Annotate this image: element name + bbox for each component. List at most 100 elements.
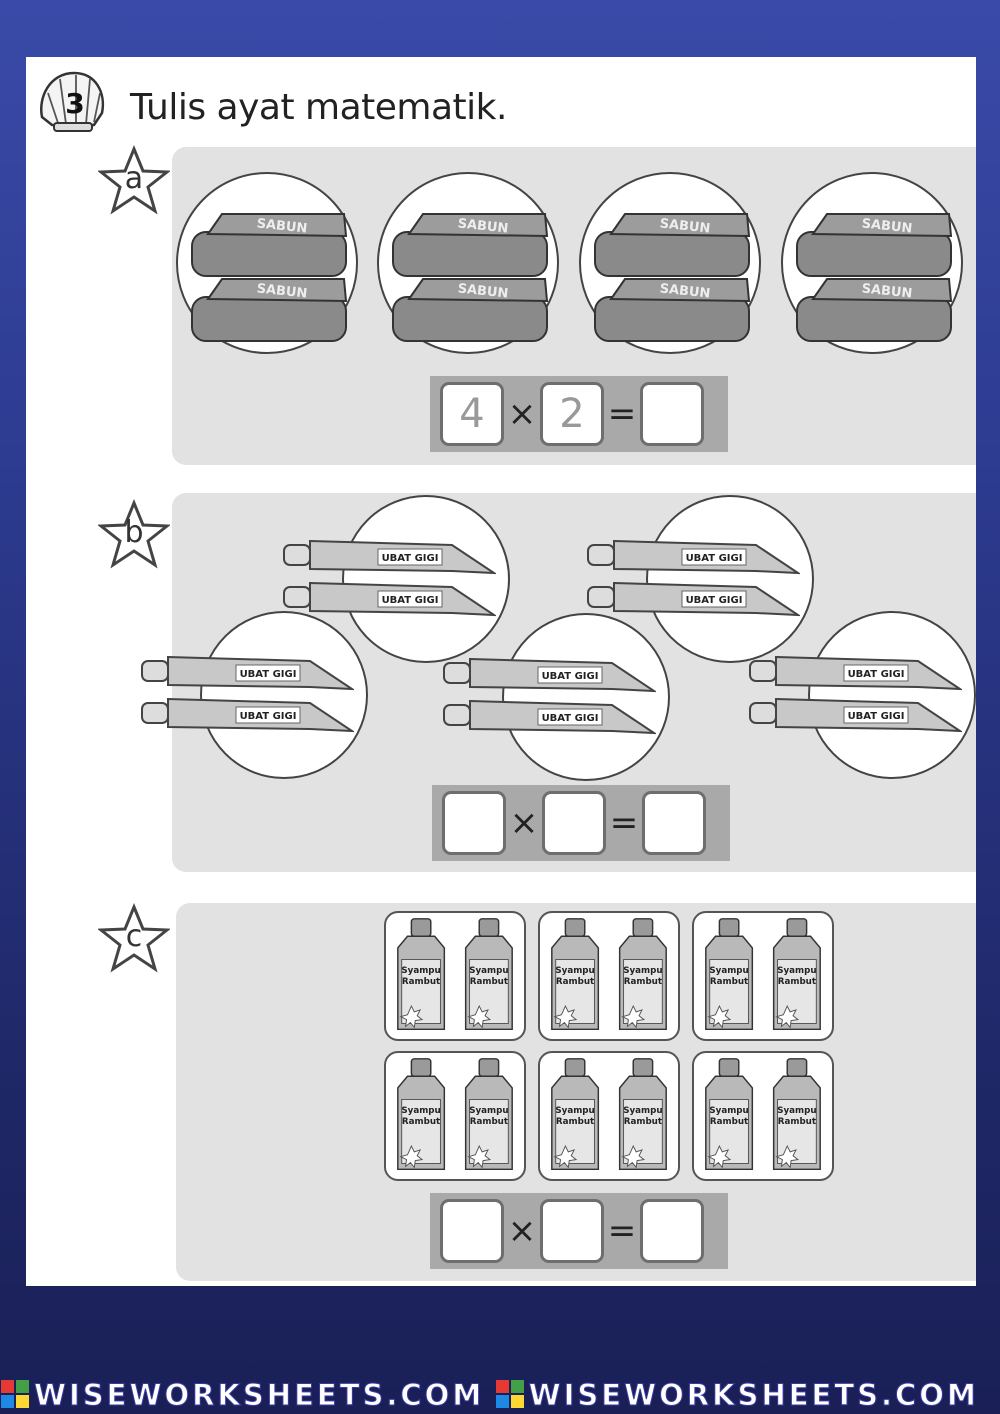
toothpaste-icon: UBAT GIGI	[283, 539, 498, 575]
watermark-text: WISEWORKSHEETS.COM	[528, 1378, 979, 1413]
toothpaste-group	[646, 495, 814, 663]
svg-text:Syampu: Syampu	[709, 1106, 748, 1116]
svg-text:SABUN: SABUN	[256, 216, 308, 236]
svg-text:Rambut: Rambut	[402, 1117, 440, 1127]
times-sign: ×	[509, 803, 539, 843]
answer-box-result[interactable]	[642, 791, 706, 855]
star-icon	[98, 903, 170, 973]
toothpaste-icon: UBAT GIGI	[749, 697, 964, 733]
svg-text:Rambut: Rambut	[778, 977, 816, 987]
times-sign: ×	[507, 394, 537, 434]
answer-box-result[interactable]	[640, 382, 704, 446]
svg-text:UBAT GIGI: UBAT GIGI	[686, 595, 743, 606]
star-icon	[98, 499, 170, 569]
svg-text:Syampu: Syampu	[623, 1106, 662, 1116]
section-a-label: a	[124, 161, 144, 196]
svg-text:Syampu: Syampu	[555, 1106, 594, 1116]
svg-text:Syampu: Syampu	[623, 966, 662, 976]
equals-sign: =	[607, 394, 637, 434]
toothpaste-group	[200, 611, 368, 779]
soap-icon: SABUN	[191, 278, 348, 342]
soap-icon: SABUN	[594, 213, 751, 277]
worksheet-page: 3 Tulis ayat matematik. a SABUN SABUN SABU…	[26, 57, 976, 1286]
svg-text:Rambut: Rambut	[624, 977, 662, 987]
soap-icon: SABUN	[594, 278, 751, 342]
svg-text:Rambut: Rambut	[402, 977, 440, 987]
toothpaste-icon: UBAT GIGI	[443, 699, 658, 735]
answer-box-second[interactable]: 2	[540, 382, 604, 446]
soap-group: SABUN SABUN	[781, 172, 963, 354]
svg-text:Syampu: Syampu	[401, 966, 440, 976]
logo-icon	[1, 1380, 29, 1408]
svg-text:Rambut: Rambut	[710, 1117, 748, 1127]
section-b-panel: UBAT GIGI UBAT GIGI UBAT GIGI UBAT GIGI UBAT…	[141, 493, 976, 872]
soap-icon: SABUN	[796, 278, 953, 342]
soap-icon: SABUN	[191, 213, 348, 277]
toothpaste-icon: UBAT GIGI	[587, 539, 802, 575]
equals-sign: =	[609, 803, 639, 843]
soap-group: SABUN SABUN	[176, 172, 358, 354]
answer-box-first[interactable]: 4	[440, 382, 504, 446]
svg-text:Rambut: Rambut	[470, 1117, 508, 1127]
svg-text:SABUN: SABUN	[861, 216, 913, 236]
svg-text:Rambut: Rambut	[778, 1117, 816, 1127]
svg-text:Rambut: Rambut	[556, 977, 594, 987]
svg-text:UBAT GIGI: UBAT GIGI	[848, 711, 905, 722]
svg-text:SABUN: SABUN	[659, 281, 711, 301]
equation-b: × =	[432, 785, 730, 861]
soap-icon: SABUN	[392, 278, 549, 342]
svg-text:UBAT GIGI: UBAT GIGI	[686, 553, 743, 564]
answer-box-second[interactable]	[540, 1199, 604, 1263]
question-number: 3	[65, 87, 84, 120]
equation-c: × =	[430, 1193, 728, 1269]
page-title: Tulis ayat matematik.	[130, 87, 507, 128]
svg-text:Syampu: Syampu	[777, 1106, 816, 1116]
svg-text:Syampu: Syampu	[469, 966, 508, 976]
star-icon	[98, 145, 170, 215]
watermark-text: WISEWORKSHEETS.COM	[33, 1378, 485, 1413]
svg-text:SABUN: SABUN	[457, 281, 509, 301]
answer-box-first[interactable]	[442, 791, 506, 855]
logo-icon	[495, 1380, 524, 1408]
times-sign: ×	[507, 1211, 537, 1251]
answer-box-result[interactable]	[640, 1199, 704, 1263]
question-header: 3 Tulis ayat matematik.	[36, 67, 636, 137]
svg-text:Rambut: Rambut	[710, 977, 748, 987]
answer-box-second[interactable]	[542, 791, 606, 855]
toothpaste-icon: UBAT GIGI	[443, 657, 658, 693]
toothpaste-icon: UBAT GIGI	[283, 581, 498, 617]
svg-text:SABUN: SABUN	[659, 216, 711, 236]
soap-group: SABUN SABUN	[579, 172, 761, 354]
soap-icon: SABUN	[796, 213, 953, 277]
svg-text:Syampu: Syampu	[777, 966, 816, 976]
svg-text:UBAT GIGI: UBAT GIGI	[240, 711, 297, 722]
svg-text:Syampu: Syampu	[555, 966, 594, 976]
svg-text:Syampu: Syampu	[469, 1106, 508, 1116]
section-b-label: b	[124, 515, 144, 550]
svg-text:UBAT GIGI: UBAT GIGI	[848, 669, 905, 680]
answer-box-first[interactable]	[440, 1199, 504, 1263]
svg-text:Syampu: Syampu	[709, 966, 748, 976]
svg-text:Syampu: Syampu	[401, 1106, 440, 1116]
svg-text:Rambut: Rambut	[470, 977, 508, 987]
toothpaste-group	[808, 611, 976, 779]
shell-icon: 3	[40, 71, 105, 132]
svg-text:Rambut: Rambut	[556, 1117, 594, 1127]
